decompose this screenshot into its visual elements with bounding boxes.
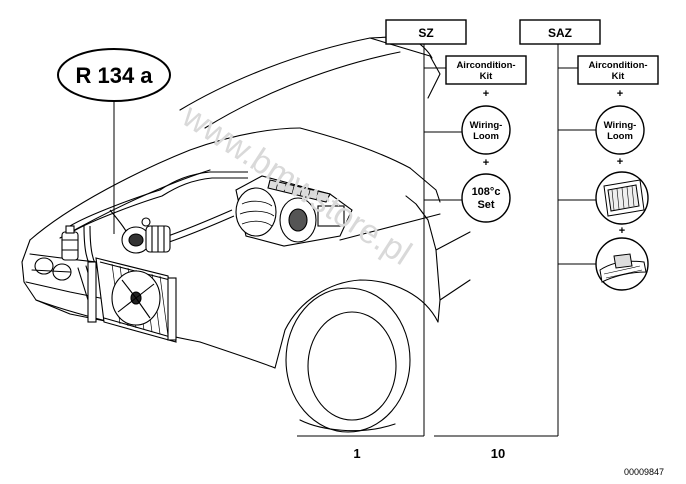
sz-aircondition-kit: Aircondition- Kit xyxy=(445,55,527,85)
svg-text:SAZ: SAZ xyxy=(548,26,572,40)
svg-text:SZ: SZ xyxy=(418,26,433,40)
sz-108c-set: 108°c Set xyxy=(461,173,511,223)
sz-header: SZ xyxy=(385,19,467,45)
sz-footer-number: 1 xyxy=(353,446,360,461)
filter-part-icon xyxy=(595,171,649,225)
saz-header: SAZ xyxy=(519,19,601,45)
watermark: www.bmwstore.pl xyxy=(175,96,418,272)
plus-sign: + xyxy=(483,157,489,169)
plus-sign: + xyxy=(617,88,623,100)
plus-sign: + xyxy=(619,225,625,237)
ac-hoses xyxy=(69,171,248,273)
saz-footer-number: 10 xyxy=(491,446,505,461)
saz-wiring-loom: Wiring- Loom xyxy=(595,105,645,155)
set-label-line2: Set xyxy=(477,199,494,211)
svg-text:Aircondition-: Aircondition- xyxy=(588,60,647,71)
plus-sign: + xyxy=(483,88,489,100)
diagram-number: 00009847 xyxy=(624,467,664,477)
svg-text:Kit: Kit xyxy=(480,71,494,82)
compressor-icon xyxy=(121,217,171,254)
set-label-line1: 108°c xyxy=(472,186,501,198)
refrigerant-label: R 134 a xyxy=(57,48,171,234)
svg-text:Loom: Loom xyxy=(607,131,633,142)
evaporator-housing-icon xyxy=(235,175,353,247)
svg-text:Loom: Loom xyxy=(473,131,499,142)
plus-sign: + xyxy=(617,156,623,168)
receiver-drier-icon xyxy=(61,225,79,261)
svg-text:Wiring-: Wiring- xyxy=(470,120,503,131)
sz-wiring-loom: Wiring- Loom xyxy=(461,105,511,155)
condenser-radiator-icon xyxy=(87,257,177,343)
bracket-part-icon xyxy=(595,237,649,291)
sz-column xyxy=(297,44,462,437)
saz-column xyxy=(434,44,596,437)
svg-text:Aircondition-: Aircondition- xyxy=(456,60,515,71)
svg-text:Kit: Kit xyxy=(612,71,626,82)
refrigerant-text: R 134 a xyxy=(75,63,153,88)
saz-aircondition-kit: Aircondition- Kit xyxy=(577,55,659,85)
car-outline xyxy=(21,35,471,433)
svg-text:Wiring-: Wiring- xyxy=(604,120,637,131)
